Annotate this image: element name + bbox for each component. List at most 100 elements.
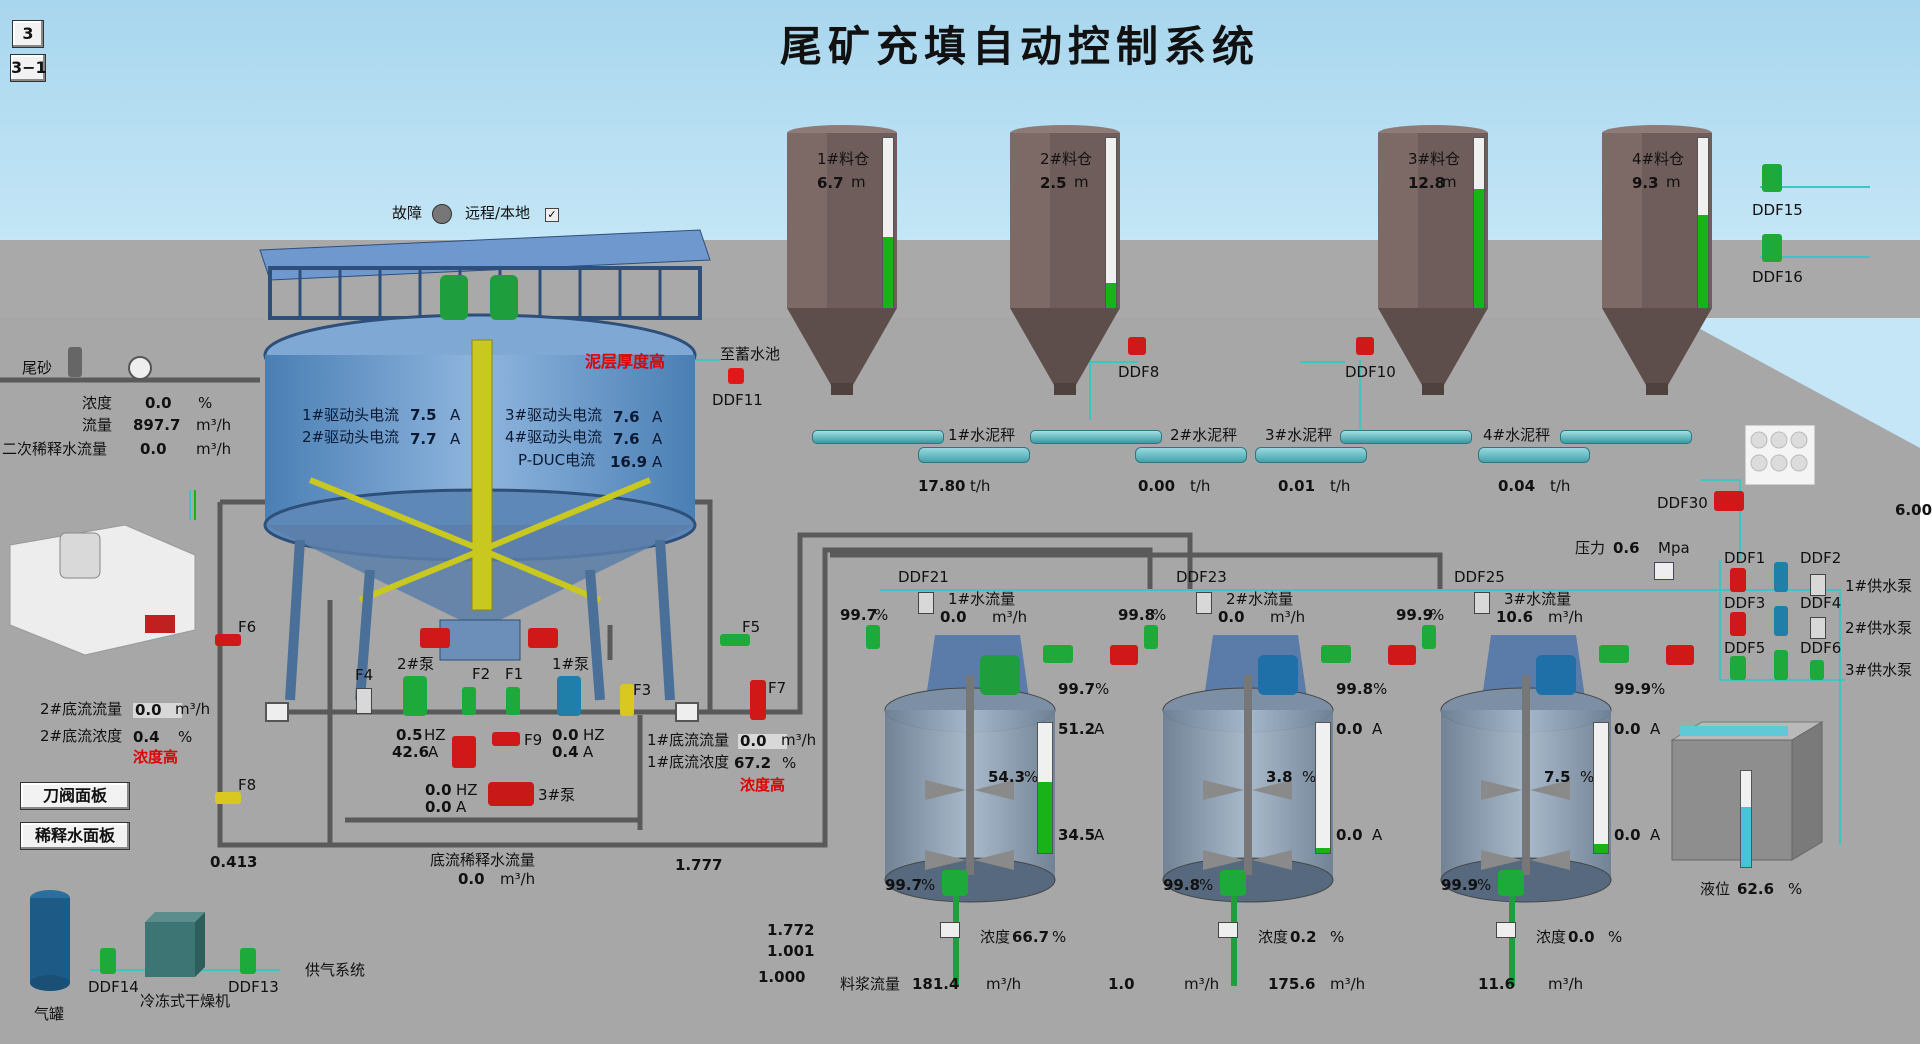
mixer-conc-label: 浓度	[1258, 928, 1289, 946]
pduc-label: P-DUC电流	[518, 451, 596, 469]
mixer-ddf-valve[interactable]	[918, 592, 934, 614]
cement-scale-name: 4#水泥秤	[1483, 426, 1551, 444]
cement-scale-conveyor	[1135, 447, 1247, 463]
ddf11-label: DDF11	[712, 391, 763, 409]
valve-f7[interactable]	[750, 680, 766, 720]
dilution-water-panel-button[interactable]: 稀释水面板	[20, 822, 130, 850]
mixer-inlet-valve[interactable]	[1144, 625, 1158, 649]
pump1-top-valve[interactable]	[528, 628, 558, 648]
value-1001: 1.001	[767, 942, 815, 960]
nav-button-3[interactable]: 3	[12, 20, 44, 48]
valve-ddf4[interactable]	[1810, 617, 1826, 639]
mixer-motor-icon[interactable]	[1536, 655, 1576, 695]
mixer-right-pct: 99.7	[1058, 680, 1096, 698]
mixer-outlet-valve[interactable]	[942, 870, 968, 896]
mixer-water-value: 10.6	[1496, 608, 1534, 626]
mixer-inlet-valve[interactable]	[1422, 625, 1436, 649]
mixer-water-valve[interactable]	[1321, 645, 1351, 663]
feed-conc-label: 浓度	[82, 394, 113, 412]
cement-scale-value: 17.80	[918, 477, 966, 495]
valve-f3[interactable]	[620, 684, 634, 716]
mixer-outlet-valve[interactable]	[1220, 870, 1246, 896]
ddf8-label: DDF8	[1118, 363, 1160, 381]
silo: 1#料仓 6.7 m	[787, 125, 897, 395]
silo-body	[1010, 125, 1120, 395]
valve-ddf14[interactable]	[100, 948, 116, 974]
valve-ddf1[interactable]	[1730, 568, 1746, 592]
pump2-label: 2#泵	[397, 655, 435, 673]
mixer-right-pct: 99.9	[1614, 680, 1652, 698]
knife-valve-panel-button[interactable]: 刀阀面板	[20, 782, 130, 810]
valve-ddf16[interactable]	[1762, 234, 1782, 262]
ddf1-label: DDF1	[1724, 549, 1766, 567]
slurry-flow-4: 11.6	[1478, 975, 1516, 993]
mixer-motor-icon[interactable]	[980, 655, 1020, 695]
pump1-hz-unit: HZ	[583, 726, 605, 744]
mixer-side-valve[interactable]	[1666, 645, 1694, 665]
supply-pump3-icon[interactable]	[1774, 650, 1788, 680]
silo-unit: m	[1074, 173, 1089, 191]
mixer-top-current-unit: A	[1372, 720, 1383, 738]
valve-ddf8[interactable]	[1128, 337, 1146, 355]
value-1777: 1.777	[675, 856, 723, 874]
valve-ddf15[interactable]	[1762, 164, 1782, 192]
valve-f2[interactable]	[462, 687, 476, 715]
valve-f9[interactable]	[492, 732, 520, 746]
mixer-water-valve[interactable]	[1599, 645, 1629, 663]
flocculant-unit	[9, 524, 196, 656]
valve-f9b[interactable]	[452, 736, 476, 768]
mixer-inlet-pct: 99.8	[1118, 606, 1156, 624]
mixer-outlet-valve[interactable]	[1498, 870, 1524, 896]
remote-local-checkbox[interactable]: ✓	[545, 208, 559, 222]
feed-flow-unit: m³/h	[196, 416, 232, 434]
mixer-ddf-valve[interactable]	[1474, 592, 1490, 614]
valve-f6[interactable]	[215, 634, 241, 646]
pump2-icon[interactable]	[403, 676, 427, 716]
silo-name: 3#料仓	[1408, 150, 1461, 168]
valve-ddf6[interactable]	[1810, 660, 1824, 680]
mixer-water-valve[interactable]	[1043, 645, 1073, 663]
ddf30-label: DDF30	[1657, 494, 1708, 512]
mixer-side-valve[interactable]	[1388, 645, 1416, 665]
valve-ddf10[interactable]	[1356, 337, 1374, 355]
supply-pump1-label: 1#供水泵	[1845, 577, 1913, 595]
supply-pump1-icon[interactable]	[1774, 562, 1788, 592]
to-storage-pool-label: 至蓄水池	[720, 345, 781, 363]
valve-f8[interactable]	[215, 792, 241, 804]
uf2-flow-unit: m³/h	[175, 700, 211, 718]
mixer-level-bar	[1037, 722, 1053, 854]
valve-f1[interactable]	[506, 687, 520, 715]
valve-ddf11[interactable]	[728, 368, 744, 384]
value-0413: 0.413	[210, 853, 258, 871]
valve-ddf30[interactable]	[1714, 491, 1744, 511]
tank-level-label: 液位	[1700, 880, 1731, 898]
mixer-outlet-pipe	[953, 896, 959, 986]
tank-level-value: 62.6	[1737, 880, 1775, 898]
mixer-ddf-valve[interactable]	[1196, 592, 1212, 614]
density-meter-icon	[1496, 922, 1516, 938]
mixer-unit: DDF23 2#水流量 0.0 m³/h 99.8 % 99.8 % 0.0 A…	[1118, 570, 1428, 990]
valve-ddf3[interactable]	[1730, 612, 1746, 636]
valve-f4[interactable]	[356, 688, 372, 714]
valve-f5[interactable]	[720, 634, 750, 646]
mixer-inlet-valve[interactable]	[866, 625, 880, 649]
mixer-side-valve[interactable]	[1110, 645, 1138, 665]
nav-button-3-1[interactable]: 3−1	[10, 54, 47, 82]
pump2-top-valve[interactable]	[420, 628, 450, 648]
mixer-motor-icon[interactable]	[1258, 655, 1298, 695]
mixer-bot-current: 34.5	[1058, 826, 1096, 844]
valve-ddf13[interactable]	[240, 948, 256, 974]
valve-ddf2[interactable]	[1810, 574, 1826, 596]
water-tank-level-bar	[1740, 770, 1752, 868]
valve-ddf5[interactable]	[1730, 656, 1746, 680]
supply-pump2-icon[interactable]	[1774, 606, 1788, 636]
pump1-hz: 0.0	[552, 726, 579, 744]
drive2-value: 7.7	[410, 430, 437, 448]
mixer-water-label: 2#水流量	[1226, 590, 1294, 608]
pump1-icon[interactable]	[557, 676, 581, 716]
mixer-conc-unit: %	[1608, 928, 1623, 946]
mixer-water-unit: m³/h	[992, 608, 1028, 626]
cement-scale-conveyor	[918, 447, 1030, 463]
mixer-outlet-pipe	[1509, 896, 1515, 986]
pump3-icon[interactable]	[488, 782, 534, 806]
